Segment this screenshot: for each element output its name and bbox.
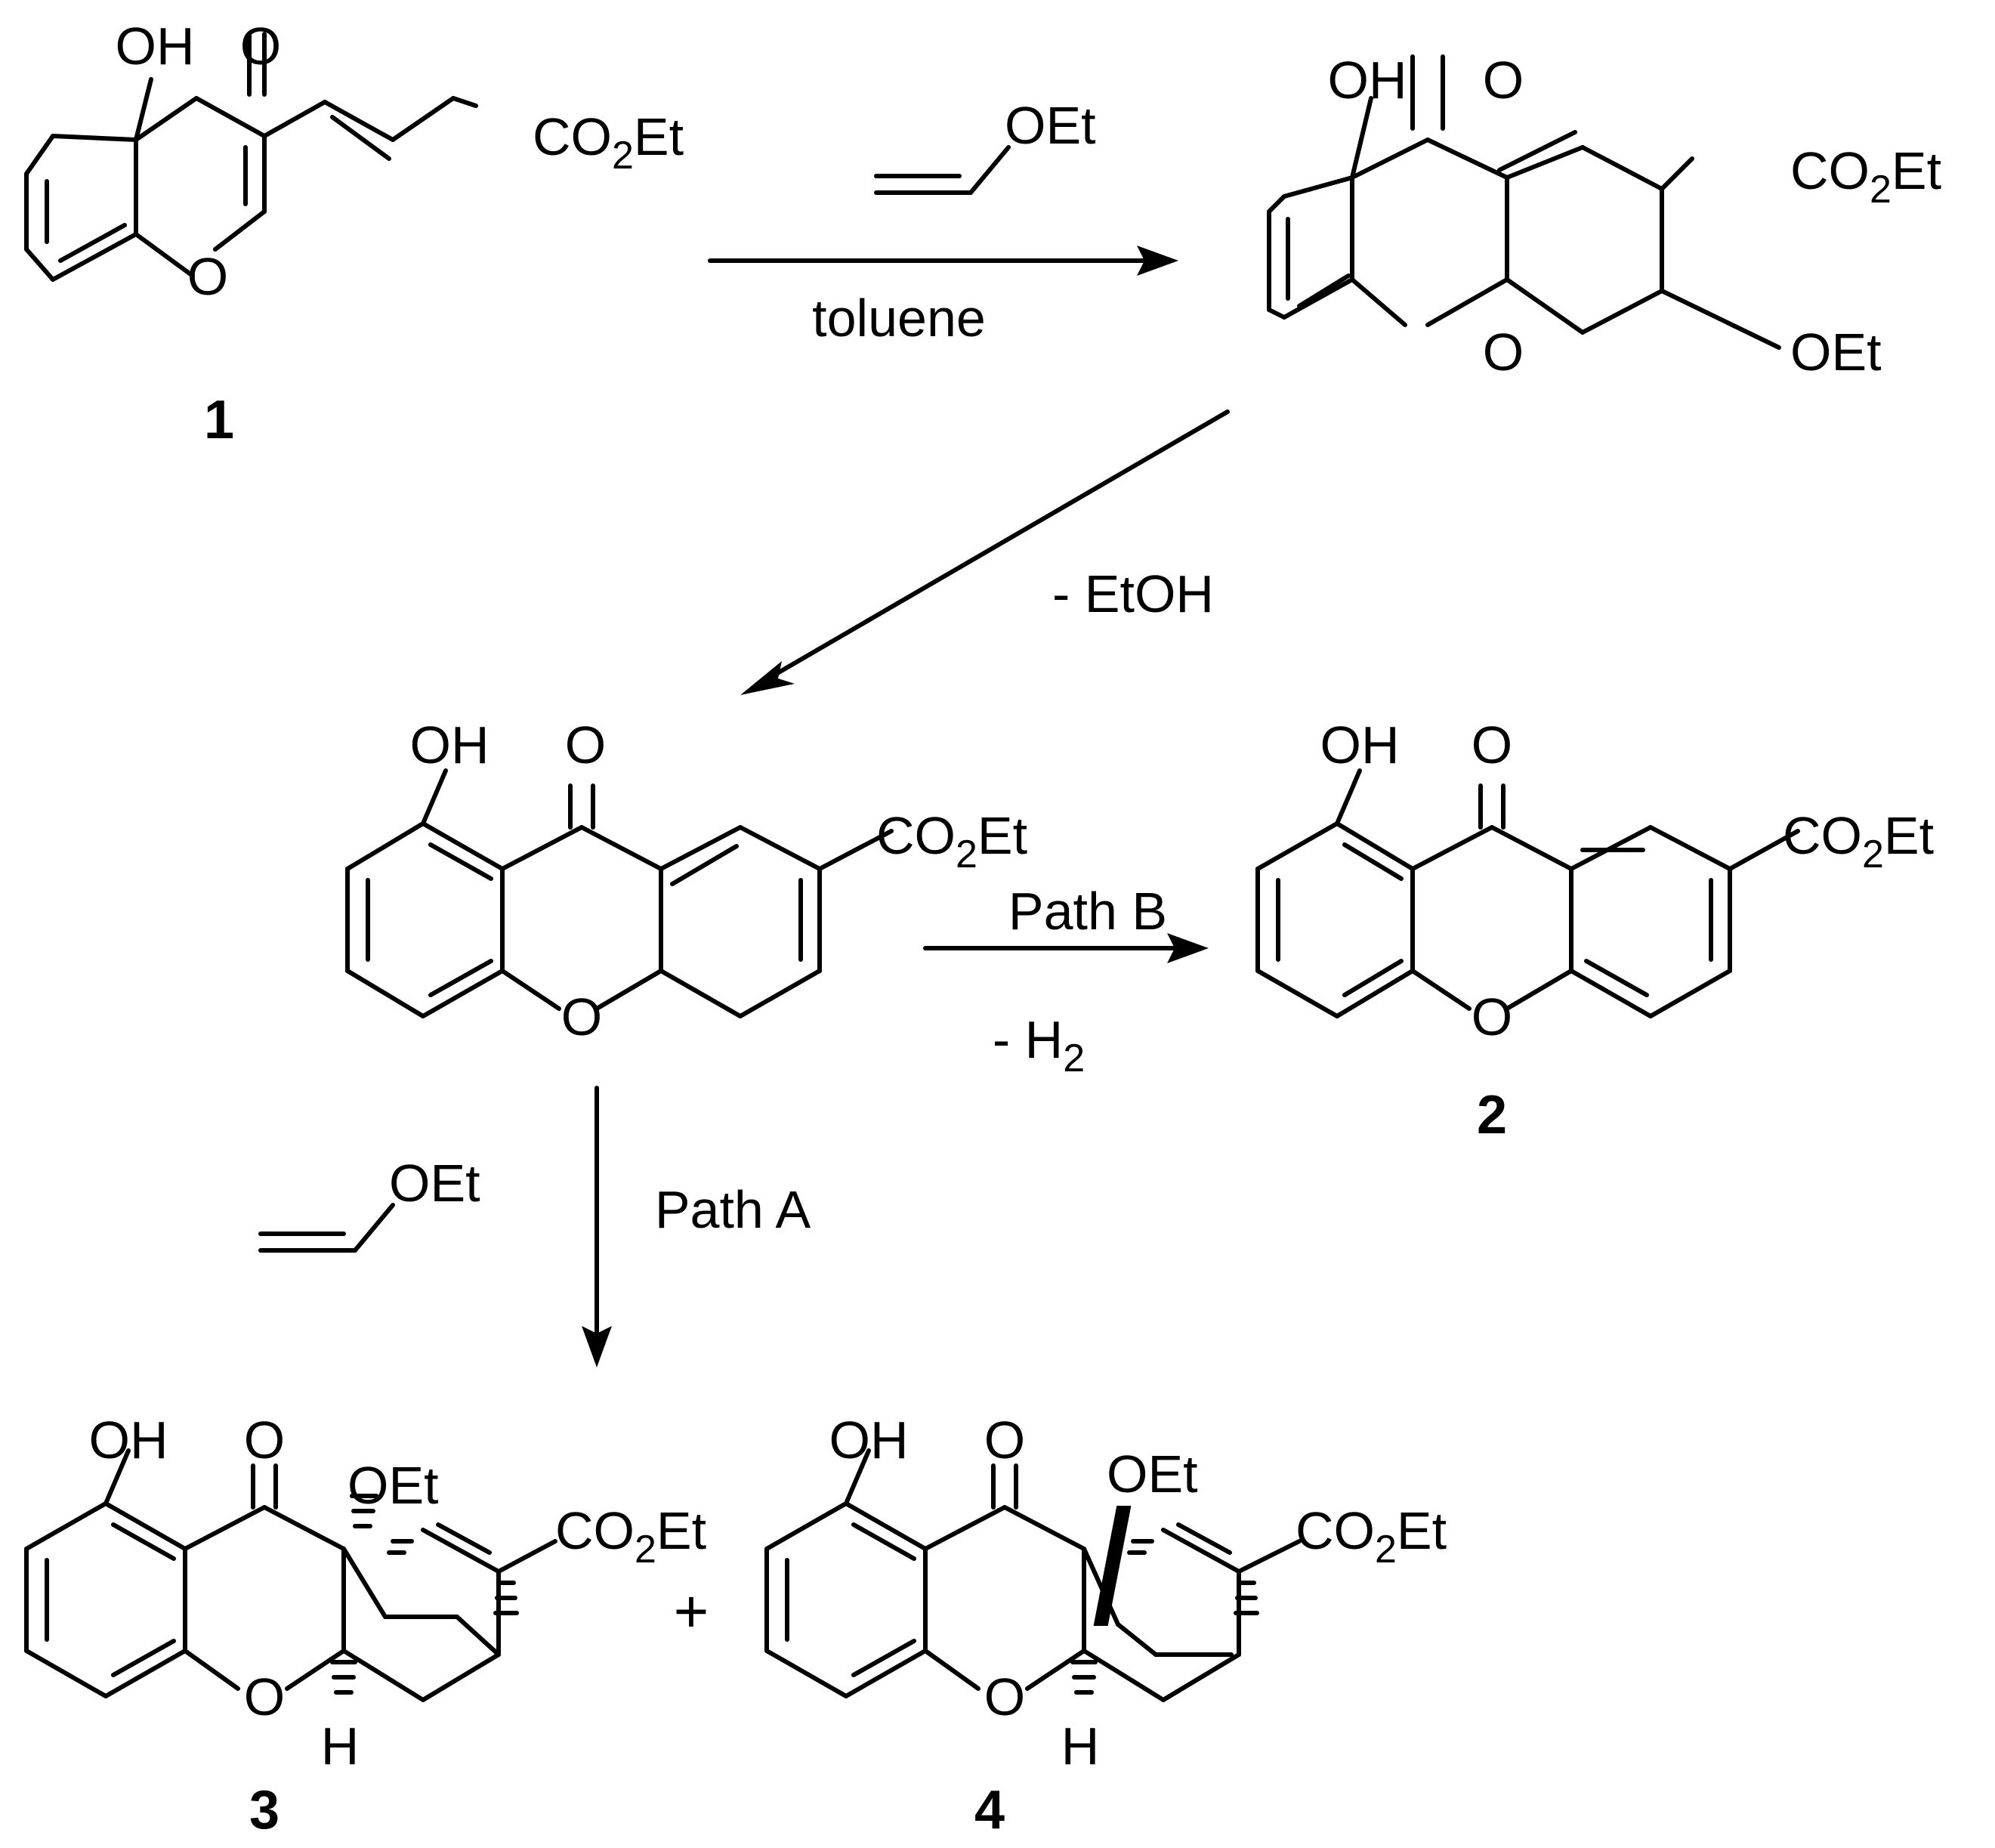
diene-carbonyl-o-label: O [565,715,606,774]
condition-elimination-h2: - H2 [993,1010,1085,1080]
arrow-elimination-etoh [740,409,1230,695]
compound-3-hashed-bonds [330,1494,519,1695]
condition-elimination-etoh: - EtOH [1052,564,1214,623]
compound-2-carbonyl-o-label: O [1472,715,1512,774]
compound-4-carbonyl-o-label: O [984,1411,1025,1469]
condition-path-b: Path B [1008,882,1167,941]
compound-2-number: 2 [1477,1085,1507,1145]
compound-3-ethoxy-label: OEt [347,1456,439,1515]
compound-4-number: 4 [974,1780,1005,1840]
compound-3-hydroxyl-label: OH [89,1411,168,1469]
diene-ring-o-label: O [561,987,602,1046]
arrow-path-b [923,933,1209,963]
intermediate-carbonyl-o-label: O [1483,51,1524,110]
compound-1-ring-o-label: O [187,247,228,306]
diene-hydroxyl-label: OH [410,715,489,774]
compound-4-wedge-bond [1093,1506,1132,1626]
ethyl-vinyl-ether-top-label: OEt [1005,96,1096,155]
compound-2-structure [1255,768,1800,1018]
compound-3-number: 3 [249,1780,279,1840]
compound-2-hydroxyl-label: OH [1320,715,1400,774]
compound-3-ester-label: CO2Et [555,1501,706,1571]
compound-4-ester-label: CO2Et [1296,1501,1447,1571]
intermediate-ethoxy-label: OEt [1790,323,1882,382]
compound-4-hashed-bonds [1070,1539,1259,1695]
compound-2-ring-o-label: O [1472,987,1512,1046]
compound-4-ring-o-label: O [984,1667,1025,1726]
compound-4-hydrogen-label: H [1061,1717,1100,1775]
compound-3-carbonyl-o-label: O [244,1411,285,1469]
intermediate-diene-structure [345,768,894,1018]
compound-4-ethoxy-label: OEt [1107,1445,1198,1503]
compound-1-ester-label: CO2Et [533,107,684,178]
compound-1-hydroxyl-label: OH [116,17,195,76]
compound-3-hydrogen-label: H [321,1717,360,1775]
condition-path-a: Path A [655,1180,811,1239]
ethyl-vinyl-ether-middle-structure [258,1203,395,1253]
compound-1-number: 1 [204,390,234,450]
compound-4-hydroxyl-label: OH [829,1411,909,1469]
compound-2-ester-label: CO2Et [1783,806,1934,876]
ethyl-vinyl-ether-middle-label: OEt [389,1154,480,1213]
plus-sign: + [674,1578,709,1645]
compound-3-structure [24,1448,557,1702]
compound-1-structure [24,32,478,282]
intermediate-ring-o-label: O [1483,323,1524,382]
compound-1-carbonyl-o-label: O [240,17,281,76]
ethyl-vinyl-ether-top-structure [874,145,1011,195]
intermediate-hydroxyl-label: OH [1328,51,1407,110]
compound-3-ring-o-label: O [244,1667,285,1726]
arrow-step-1 [708,246,1178,276]
condition-solvent: toluene [812,289,986,348]
arrow-path-a [582,1086,612,1367]
compound-4-structure [764,1448,1302,1702]
intermediate-ester-label: CO2Et [1790,141,1941,212]
diene-ester-label: CO2Et [876,806,1027,876]
intermediate-cycloadduct-structure [1267,54,1781,350]
